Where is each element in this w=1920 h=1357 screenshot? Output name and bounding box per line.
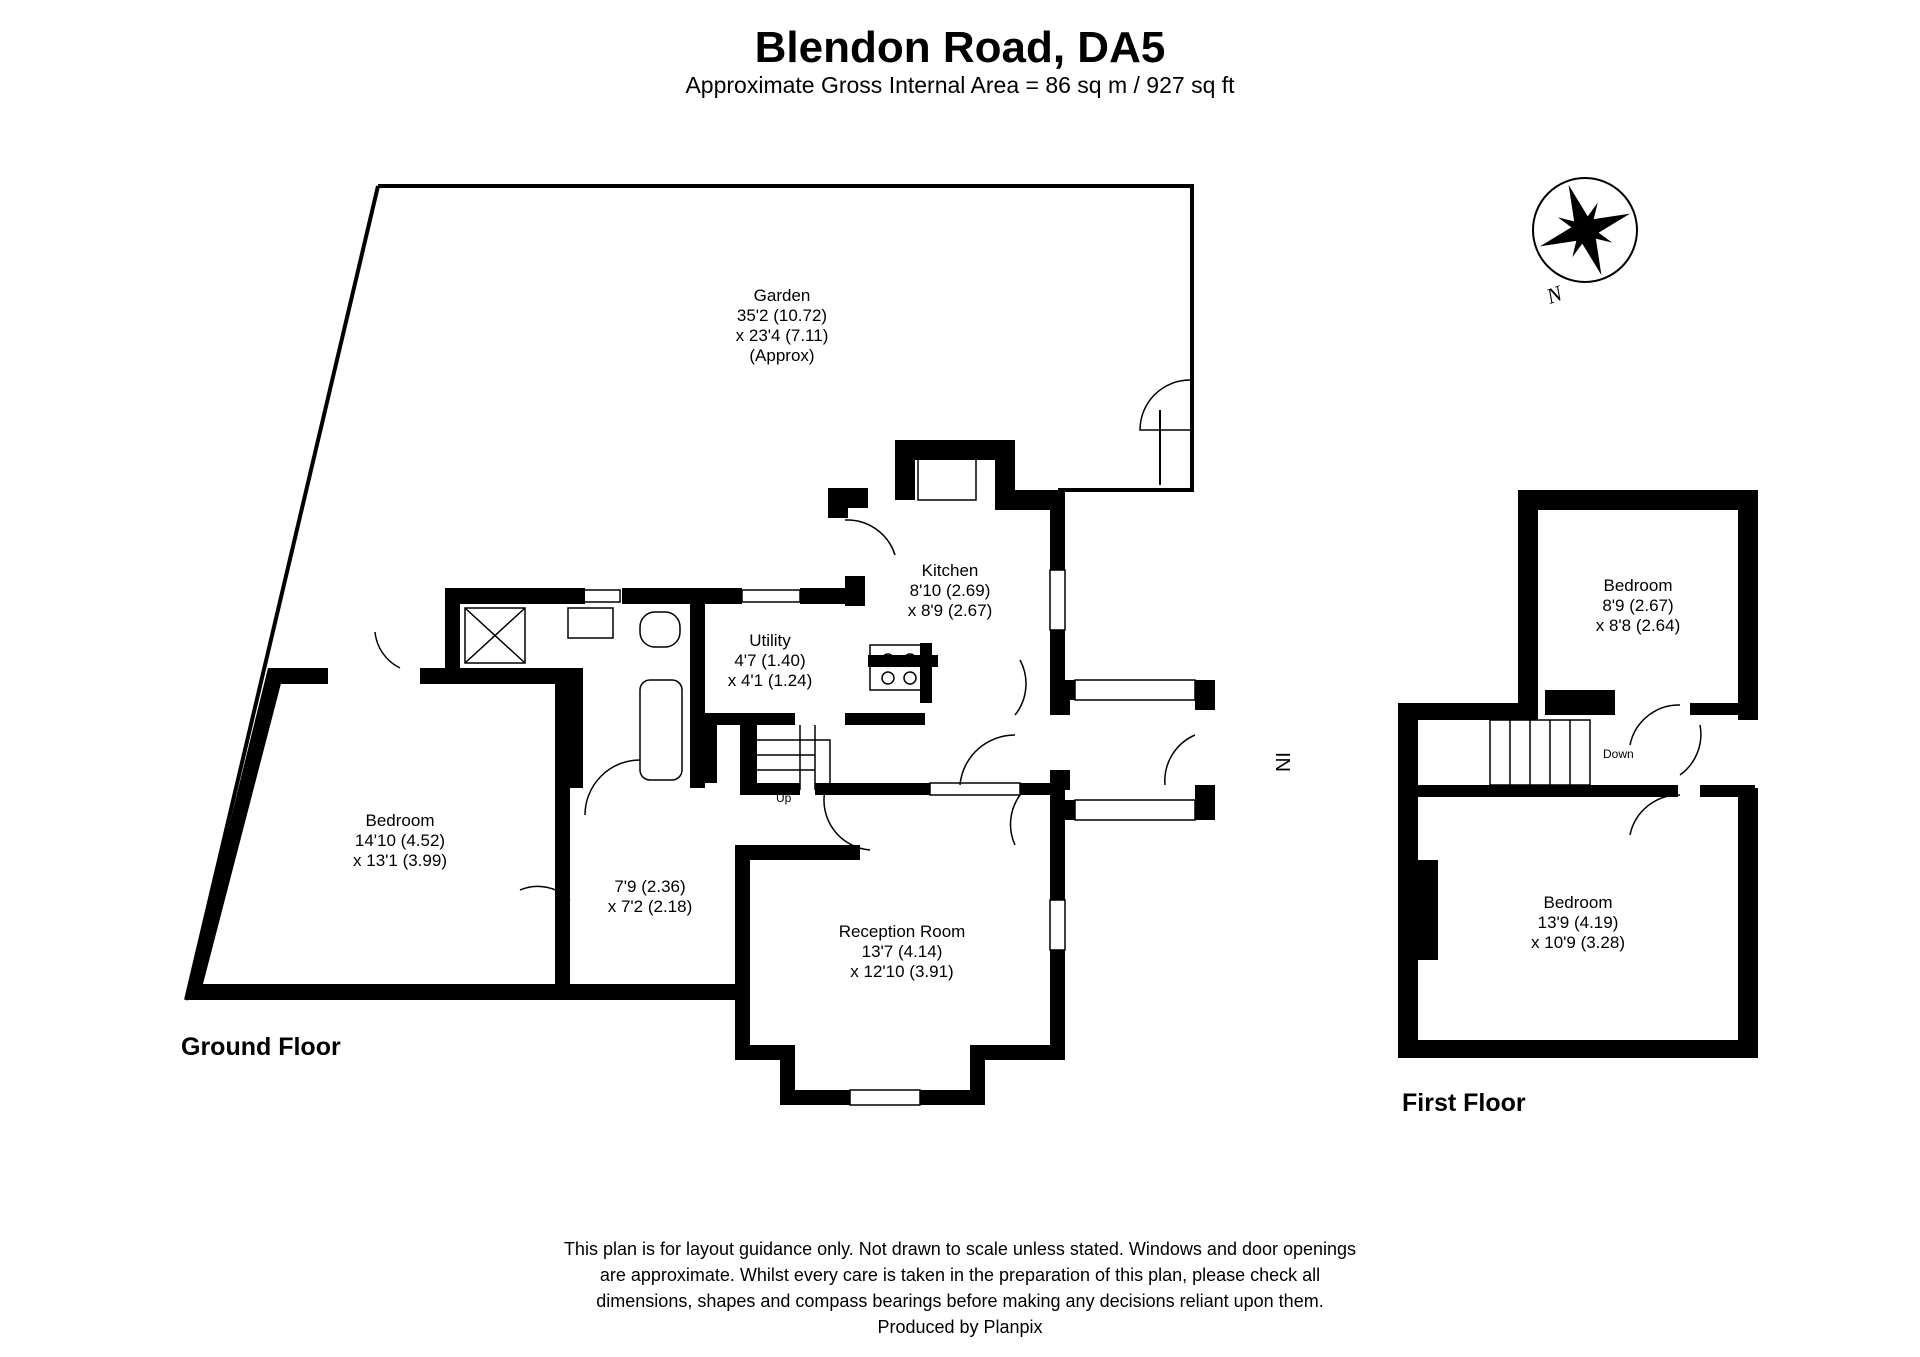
garden-label: Garden 35'2 (10.72) x 23'4 (7.11) (Appro…: [735, 286, 829, 365]
ground-room-label: 7'9 (2.36) x 7'2 (2.18): [607, 877, 693, 916]
stairs-down-label: Down: [1603, 747, 1634, 761]
reception-room-label: Reception Room 13'7 (4.14) x 12'10 (3.91…: [838, 922, 966, 981]
garden-door: [1139, 379, 1191, 431]
utility-label: Utility 4'7 (1.40) x 4'1 (1.24): [727, 631, 813, 690]
plan-subtitle: Approximate Gross Internal Area = 86 sq …: [685, 72, 1235, 98]
first-bedroom-large-label: Bedroom 13'9 (4.19) x 10'9 (3.28): [1531, 893, 1625, 952]
first-floor-windows: [1489, 491, 1757, 1057]
stairs-up-label: Up: [776, 791, 792, 805]
ground-floor-fixtures: [374, 457, 1196, 901]
garden-outline: [184, 184, 1194, 1001]
entrance-label: IN: [1271, 752, 1293, 772]
compass-rose-icon: [1532, 177, 1638, 283]
first-floor-label: First Floor: [1402, 1089, 1526, 1117]
first-floor-walls: [1398, 490, 1758, 1058]
ground-floor-label: Ground Floor: [181, 1033, 341, 1061]
plan-title: Blendon Road, DA5: [754, 23, 1166, 72]
kitchen-label: Kitchen 8'10 (2.69) x 8'9 (2.67): [907, 561, 993, 620]
ground-bedroom-label: Bedroom 14'10 (4.52) x 13'1 (3.99): [353, 811, 447, 870]
disclaimer: This plan is for layout guidance only. N…: [563, 1239, 1357, 1337]
ground-floor-walls: [186, 440, 1215, 1105]
first-bedroom-small-label: Bedroom 8'9 (2.67) x 8'8 (2.64): [1595, 576, 1681, 635]
ground-floor-windows: [564, 569, 1196, 1106]
